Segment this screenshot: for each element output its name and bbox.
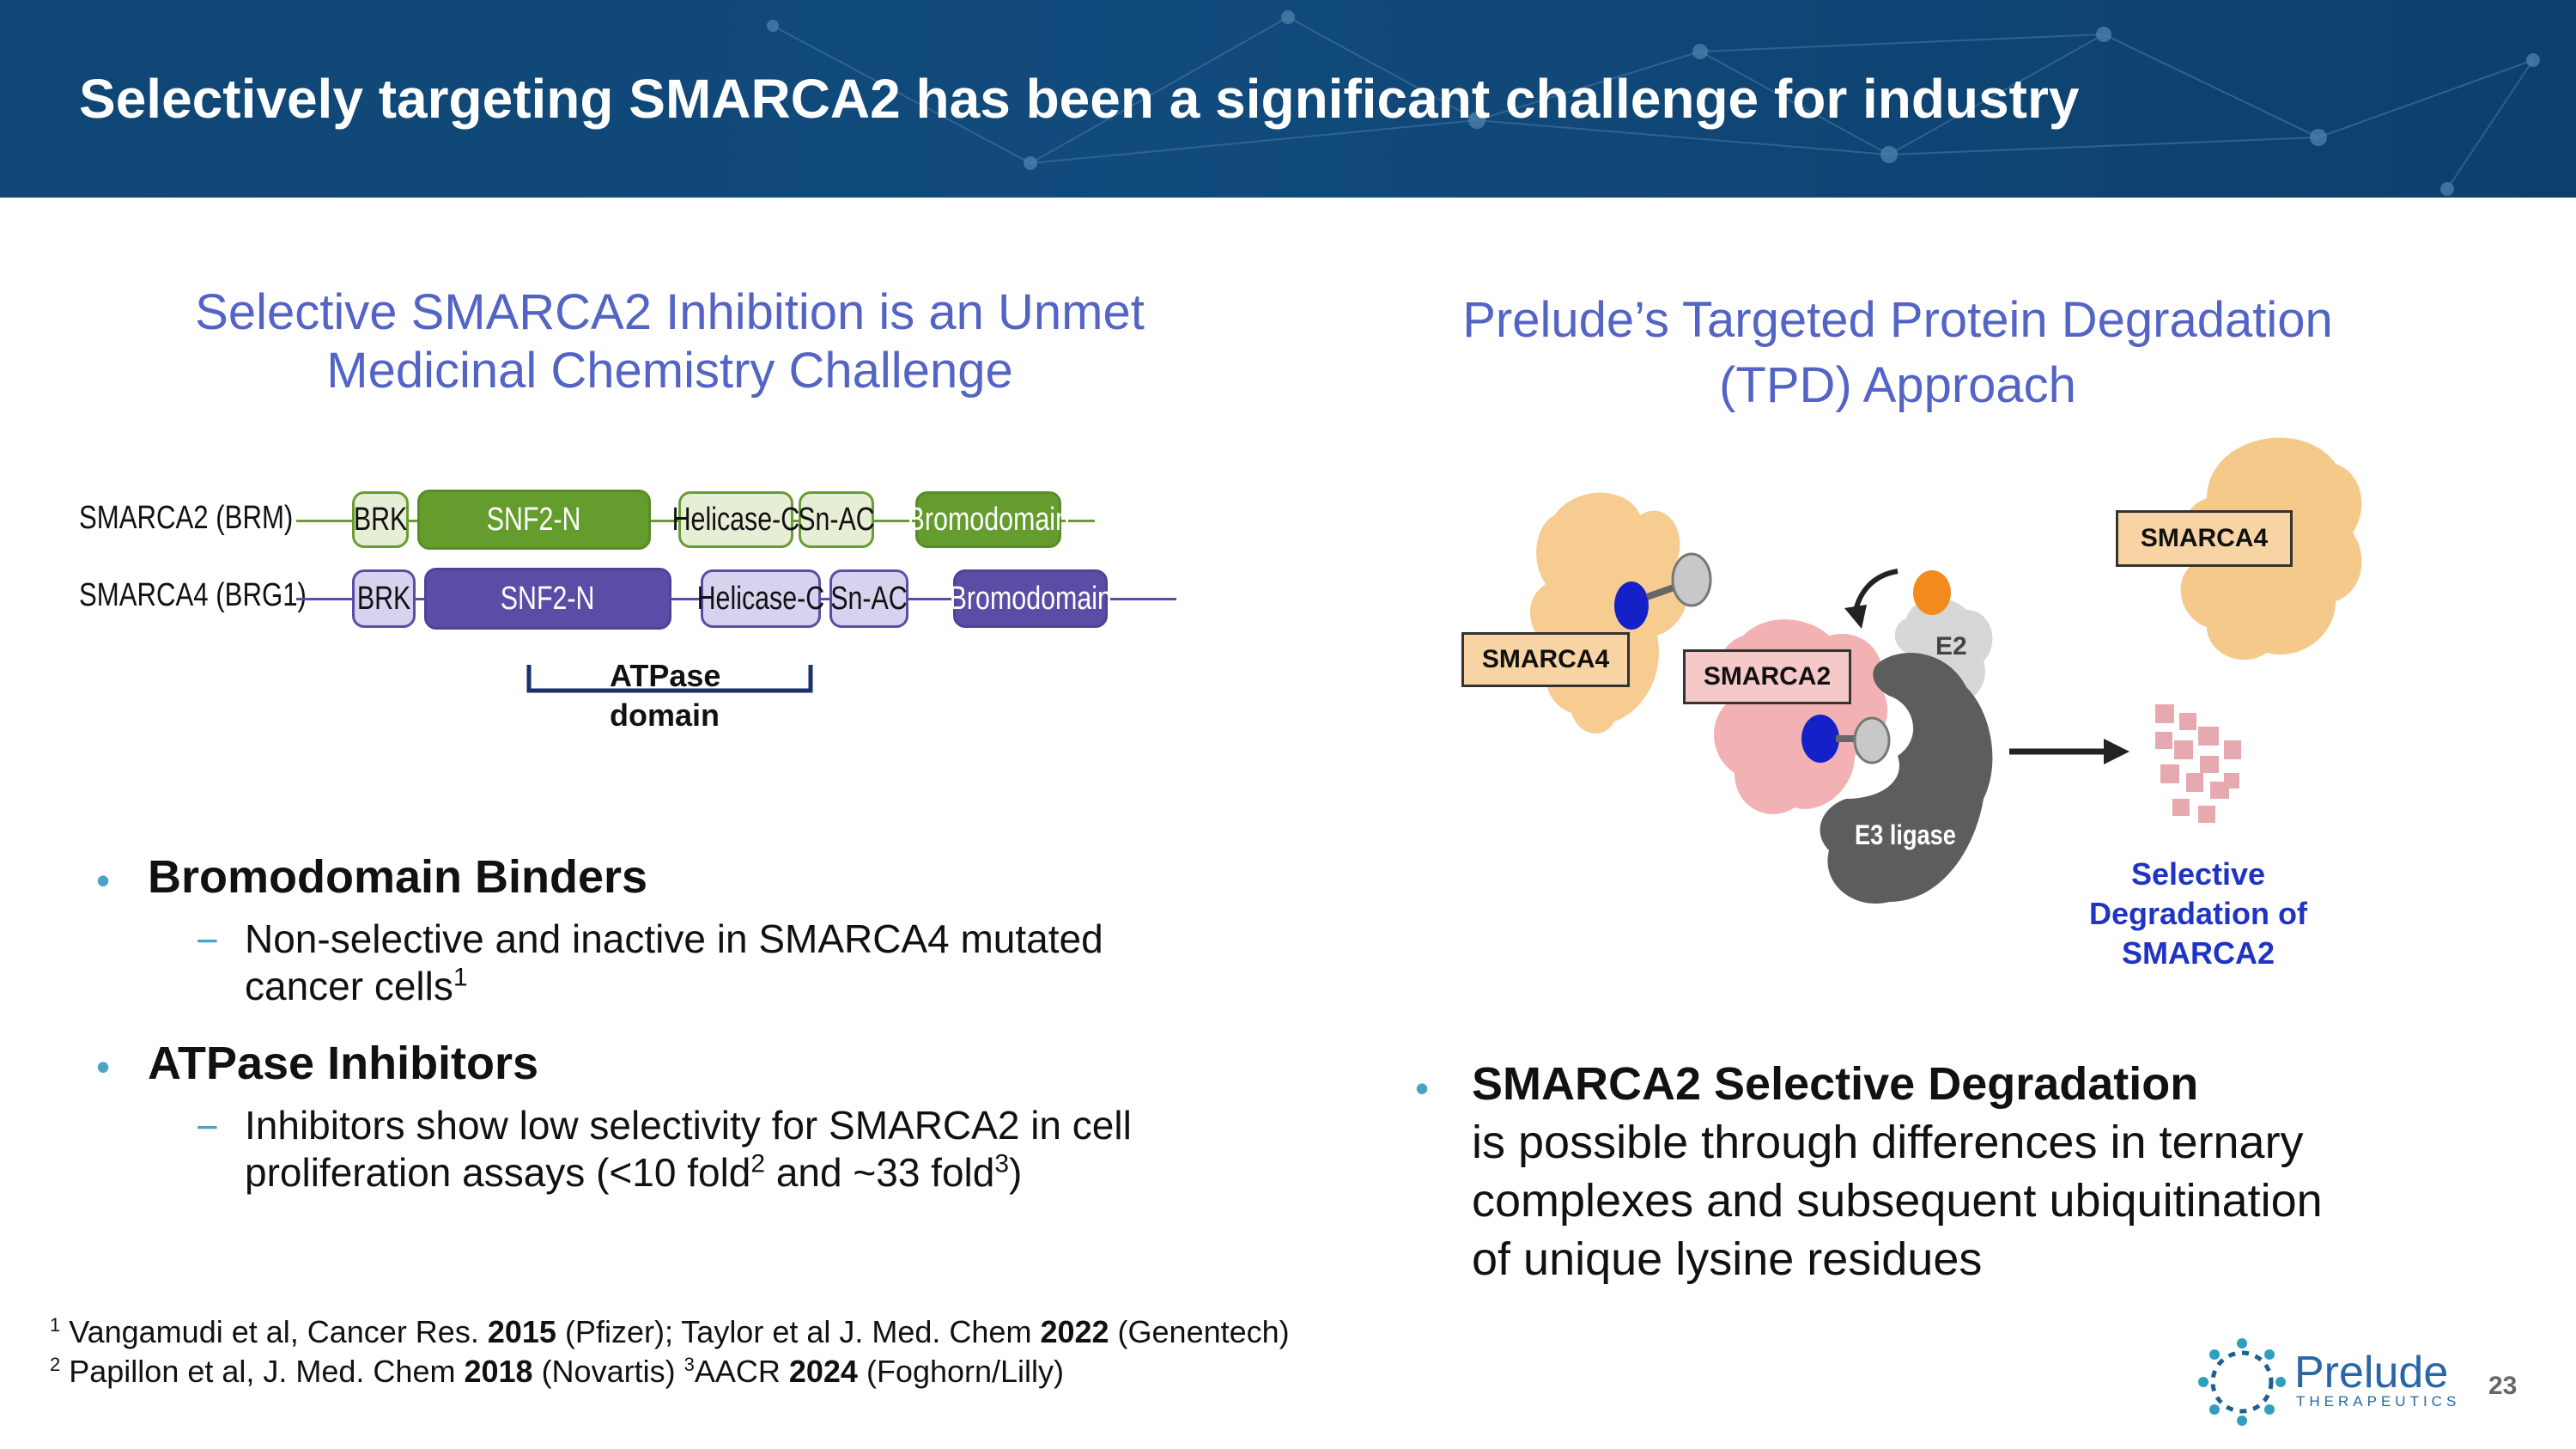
smarca4-right-tag: SMARCA4 — [2116, 510, 2293, 567]
sub-bullet-dash: − — [196, 1105, 219, 1149]
smarca4-left-tag: SMARCA4 — [1461, 632, 1630, 687]
smarca4-protein-left — [1529, 492, 1687, 734]
row1-helicase-domain: Helicase-C — [672, 491, 799, 548]
footnote-1: 1 Vangamudi et al, Cancer Res. 2015 (Pfi… — [50, 1314, 1290, 1349]
header-banner: Selectively targeting SMARCA2 has been a… — [0, 0, 2576, 198]
row1-brk-domain: BRK — [352, 491, 409, 548]
ubiquitin-icon — [1913, 570, 1951, 615]
e2-label: E2 — [1935, 632, 1967, 661]
e3-ligase-protein — [1820, 653, 1993, 904]
bullet-atpase-inhibitors: ATPase Inhibitors — [148, 1038, 539, 1089]
right-subtitle-line2: (TPD) Approach — [1719, 357, 2076, 413]
row2-snf2n-domain: SNF2-N — [424, 568, 671, 630]
footnote-2: 2 Papillon et al, J. Med. Chem 2018 (Nov… — [50, 1354, 1065, 1389]
left-subtitle-line1: Selective SMARCA2 Inhibition is an Unmet — [195, 284, 1145, 340]
right-subtitle: Prelude’s Targeted Protein Degradation (… — [1391, 288, 2404, 418]
page-number: 23 — [2488, 1372, 2518, 1400]
atpase-bracket — [526, 665, 813, 693]
atpase-label: ATPase domain — [610, 658, 721, 733]
prelude-logo-text: Prelude — [2294, 1348, 2449, 1397]
row2-snac-domain: Sn-AC — [829, 569, 908, 628]
prelude-logo-tagline: THERAPEUTICS — [2296, 1393, 2461, 1409]
smarca2-selective-degradation-text: SMARCA2 Selective Degradation is possibl… — [1472, 1058, 2323, 1285]
smarca2-tag: SMARCA2 — [1683, 649, 1851, 704]
binder-ligand-blue — [1614, 581, 1649, 630]
selective-degradation-caption: Selective Degradation of SMARCA2 — [2088, 856, 2307, 971]
row2-bromodomain: Bromodomain — [949, 569, 1112, 628]
left-subtitle: Selective SMARCA2 Inhibition is an Unmet… — [120, 283, 1219, 400]
left-subtitle-line2: Medicinal Chemistry Challenge — [326, 343, 1013, 399]
row1-snac-domain: Sn-AC — [798, 491, 875, 548]
row2-label: SMARCA4 (BRG1) — [79, 577, 307, 613]
right-subtitle-line1: Prelude’s Targeted Protein Degradation — [1462, 292, 2333, 348]
network-background-graphic — [767, 10, 2540, 196]
binder-ligand-blue-2 — [1801, 715, 1839, 763]
degraded-fragments — [2155, 704, 2241, 823]
bullet-dot: • — [96, 1044, 111, 1089]
bullet-bromodomain-binders: Bromodomain Binders — [148, 851, 648, 903]
e3-ligand-grey — [1671, 552, 1712, 607]
bullet-dot: • — [1415, 1066, 1430, 1111]
row1-label: SMARCA2 (BRM) — [79, 500, 294, 536]
page-title: Selectively targeting SMARCA2 has been a… — [79, 68, 2080, 130]
prelude-logo-icon — [2198, 1338, 2286, 1426]
bullet-dot: • — [96, 858, 111, 903]
row2-brk-domain: BRK — [352, 569, 416, 628]
bromodomain-binders-detail: Non-selective and inactive in SMARCA4 mu… — [245, 916, 1103, 1008]
atpase-inhibitors-detail: Inhibitors show low selectivity for SMAR… — [245, 1103, 1132, 1195]
row1-bromodomain: Bromodomain — [907, 491, 1070, 548]
row1-snf2n-domain: SNF2-N — [417, 490, 651, 550]
e3-ligase-label: E3 ligase — [1855, 819, 1956, 850]
row2-helicase-domain: Helicase-C — [697, 569, 824, 628]
sub-bullet-dash: − — [196, 918, 219, 963]
